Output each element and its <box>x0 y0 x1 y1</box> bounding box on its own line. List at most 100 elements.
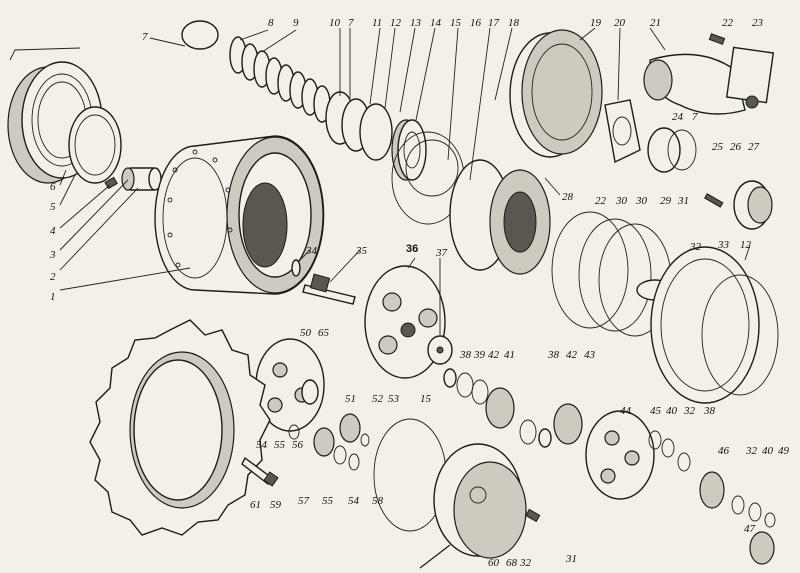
label-56: 56 <box>292 439 304 451</box>
label-30a: 30 <box>615 195 628 207</box>
label-32c: 32 <box>745 445 758 457</box>
label-35: 35 <box>355 245 368 257</box>
drum-bolt-holes <box>167 149 233 268</box>
label-13: 13 <box>410 17 422 29</box>
label-34: 34 <box>305 245 318 257</box>
part-61-sprocket <box>89 319 271 536</box>
label-58: 58 <box>372 495 384 507</box>
label-7b: 7 <box>348 17 354 29</box>
label-6: 6 <box>50 181 56 193</box>
part-1-drum <box>154 135 325 295</box>
label-11: 11 <box>372 17 382 29</box>
label-30b: 30 <box>635 195 648 207</box>
leader-lines <box>59 27 751 335</box>
part-21-elbow <box>643 46 775 115</box>
label-31a: 31 <box>677 195 689 207</box>
label-1: 1 <box>50 291 56 303</box>
label-68: 68 <box>506 557 518 569</box>
label-25: 25 <box>712 141 724 153</box>
label-60: 60 <box>488 557 500 569</box>
part-24-seal <box>647 127 697 173</box>
label-61: 61 <box>250 499 261 511</box>
parts-8-9-disk-stack <box>229 36 331 123</box>
part-44-carrier-right <box>585 410 655 500</box>
parts-45-49-right-gears <box>648 430 776 565</box>
label-42b: 42 <box>566 349 578 361</box>
label-55a: 55 <box>274 439 286 451</box>
label-15b: 15 <box>420 393 432 405</box>
label-42a: 42 <box>488 349 500 361</box>
label-39: 39 <box>473 349 486 361</box>
label-18: 18 <box>508 17 520 29</box>
parts-51-58-small-gears <box>288 413 370 471</box>
label-28: 28 <box>562 191 574 203</box>
label-9: 9 <box>293 17 299 29</box>
part-19-flange <box>509 29 603 158</box>
label-46: 46 <box>718 445 730 457</box>
label-41: 41 <box>504 349 515 361</box>
label-14: 14 <box>430 17 442 29</box>
part-labels: 1 2 3 4 5 6 7 8 9 10 7 11 12 13 14 15 16… <box>49 17 790 569</box>
parts-10-14-piston-group <box>325 91 427 181</box>
label-16: 16 <box>470 17 482 29</box>
part-35-shaft <box>302 273 356 305</box>
label-38c: 38 <box>703 405 716 417</box>
part-33-ring-gear <box>650 246 779 404</box>
part-20-gasket <box>604 99 641 164</box>
label-24: 24 <box>672 111 684 123</box>
label-22: 22 <box>722 17 734 29</box>
label-10: 10 <box>329 17 341 29</box>
label-49: 49 <box>778 445 790 457</box>
label-45: 45 <box>650 405 662 417</box>
part-59-bolt <box>241 456 279 487</box>
label-7a: 7 <box>142 31 148 43</box>
label-32d: 32 <box>519 557 532 569</box>
label-44: 44 <box>620 405 632 417</box>
part-34-oring <box>291 259 301 277</box>
part-7-plate <box>181 20 219 50</box>
part-5-ring <box>68 106 122 184</box>
label-53: 53 <box>388 393 400 405</box>
label-20: 20 <box>614 17 626 29</box>
label-52: 52 <box>372 393 384 405</box>
label-51: 51 <box>345 393 356 405</box>
label-12b: 12 <box>740 239 752 251</box>
label-59: 59 <box>270 499 282 511</box>
label-23: 23 <box>752 17 764 29</box>
label-54a: 54 <box>256 439 268 451</box>
label-38a: 38 <box>459 349 472 361</box>
label-19: 19 <box>590 17 602 29</box>
label-37: 37 <box>435 247 448 259</box>
label-4: 4 <box>50 225 56 237</box>
label-40a: 40 <box>666 405 678 417</box>
label-17: 17 <box>488 17 500 29</box>
label-38b: 38 <box>547 349 560 361</box>
part-31-plug <box>525 508 541 523</box>
label-8: 8 <box>268 17 274 29</box>
label-29: 29 <box>660 195 672 207</box>
part-4-bolt <box>104 176 118 190</box>
label-32a: 32 <box>689 241 702 253</box>
label-27: 27 <box>748 141 760 153</box>
label-7c: 7 <box>692 111 698 123</box>
label-2: 2 <box>50 271 56 283</box>
parts-38-43-gear-set <box>443 368 583 448</box>
label-26: 26 <box>730 141 742 153</box>
label-31b: 31 <box>565 553 577 565</box>
part-60-cover <box>419 443 527 569</box>
label-32b: 32 <box>683 405 696 417</box>
label-54b: 54 <box>348 495 360 507</box>
part-17-housing <box>449 159 551 275</box>
part-50-carrier-lower <box>255 338 325 432</box>
label-3: 3 <box>49 249 56 261</box>
part-22-bolt <box>708 33 726 45</box>
label-57: 57 <box>298 495 310 507</box>
label-12a: 12 <box>390 17 402 29</box>
part-37-washer <box>427 335 453 365</box>
label-21: 21 <box>650 17 661 29</box>
label-15a: 15 <box>450 17 462 29</box>
label-65: 65 <box>318 327 330 339</box>
label-43: 43 <box>584 349 596 361</box>
